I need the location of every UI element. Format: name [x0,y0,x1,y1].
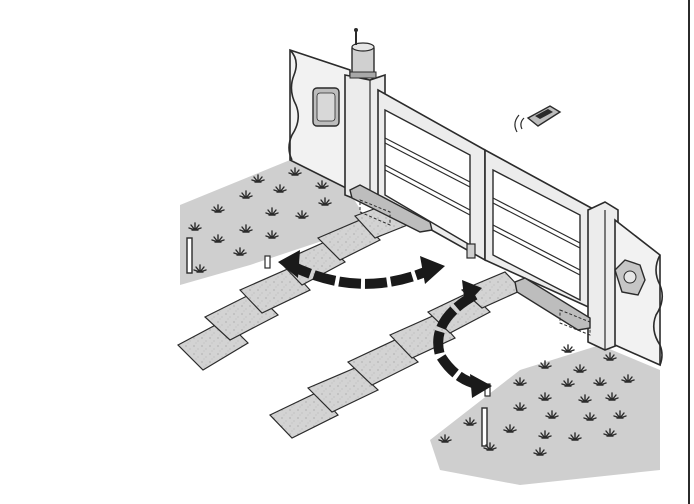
flashing-lamp-icon [349,42,377,79]
remote-control-icon [526,105,562,127]
motor-arm-left [349,184,433,233]
keypad-selector-icon [312,87,340,127]
pillar-right [587,201,619,351]
photocell-icon [614,259,646,296]
antenna-icon [354,28,358,45]
gate-leaf-right [484,148,596,312]
gate-stop-icon [186,237,491,447]
gate-leaf-left [377,88,486,262]
signal-waves-icon [514,114,525,133]
motor-arm-right [514,277,591,336]
lock-box [466,243,476,259]
ground-left [180,160,370,285]
paving-track-left [177,199,416,371]
opening-arrow-icon [278,250,492,398]
